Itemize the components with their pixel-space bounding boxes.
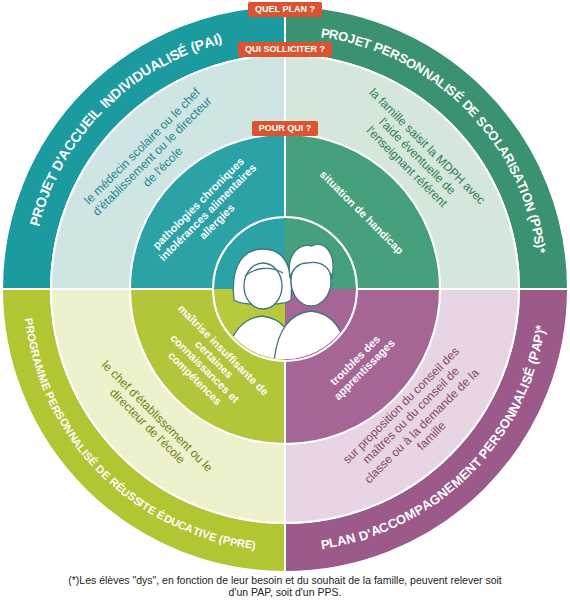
ring-segment-fill [285, 289, 440, 444]
ring-segment-fill [285, 134, 440, 289]
section-tab: QUEL PLAN ? [248, 2, 322, 17]
section-tab: POUR QUI ? [252, 121, 319, 136]
ring-segment-fill [285, 55, 519, 289]
ring-segment-fill [285, 289, 568, 572]
ring-segment-fill [2, 289, 285, 572]
ring-segment-fill [285, 289, 519, 523]
letter: * [533, 247, 549, 254]
ring-segment-fill [130, 289, 285, 444]
ring-segment-fill [51, 289, 285, 523]
footnote: (*)Les élèves "dys", en fonction de leur… [65, 574, 505, 598]
section-tab: QUI SOLLICITER ? [238, 42, 332, 57]
letter: ) [251, 539, 256, 553]
ring-segment-fill [51, 55, 285, 289]
ring-segment-fill [130, 134, 285, 289]
